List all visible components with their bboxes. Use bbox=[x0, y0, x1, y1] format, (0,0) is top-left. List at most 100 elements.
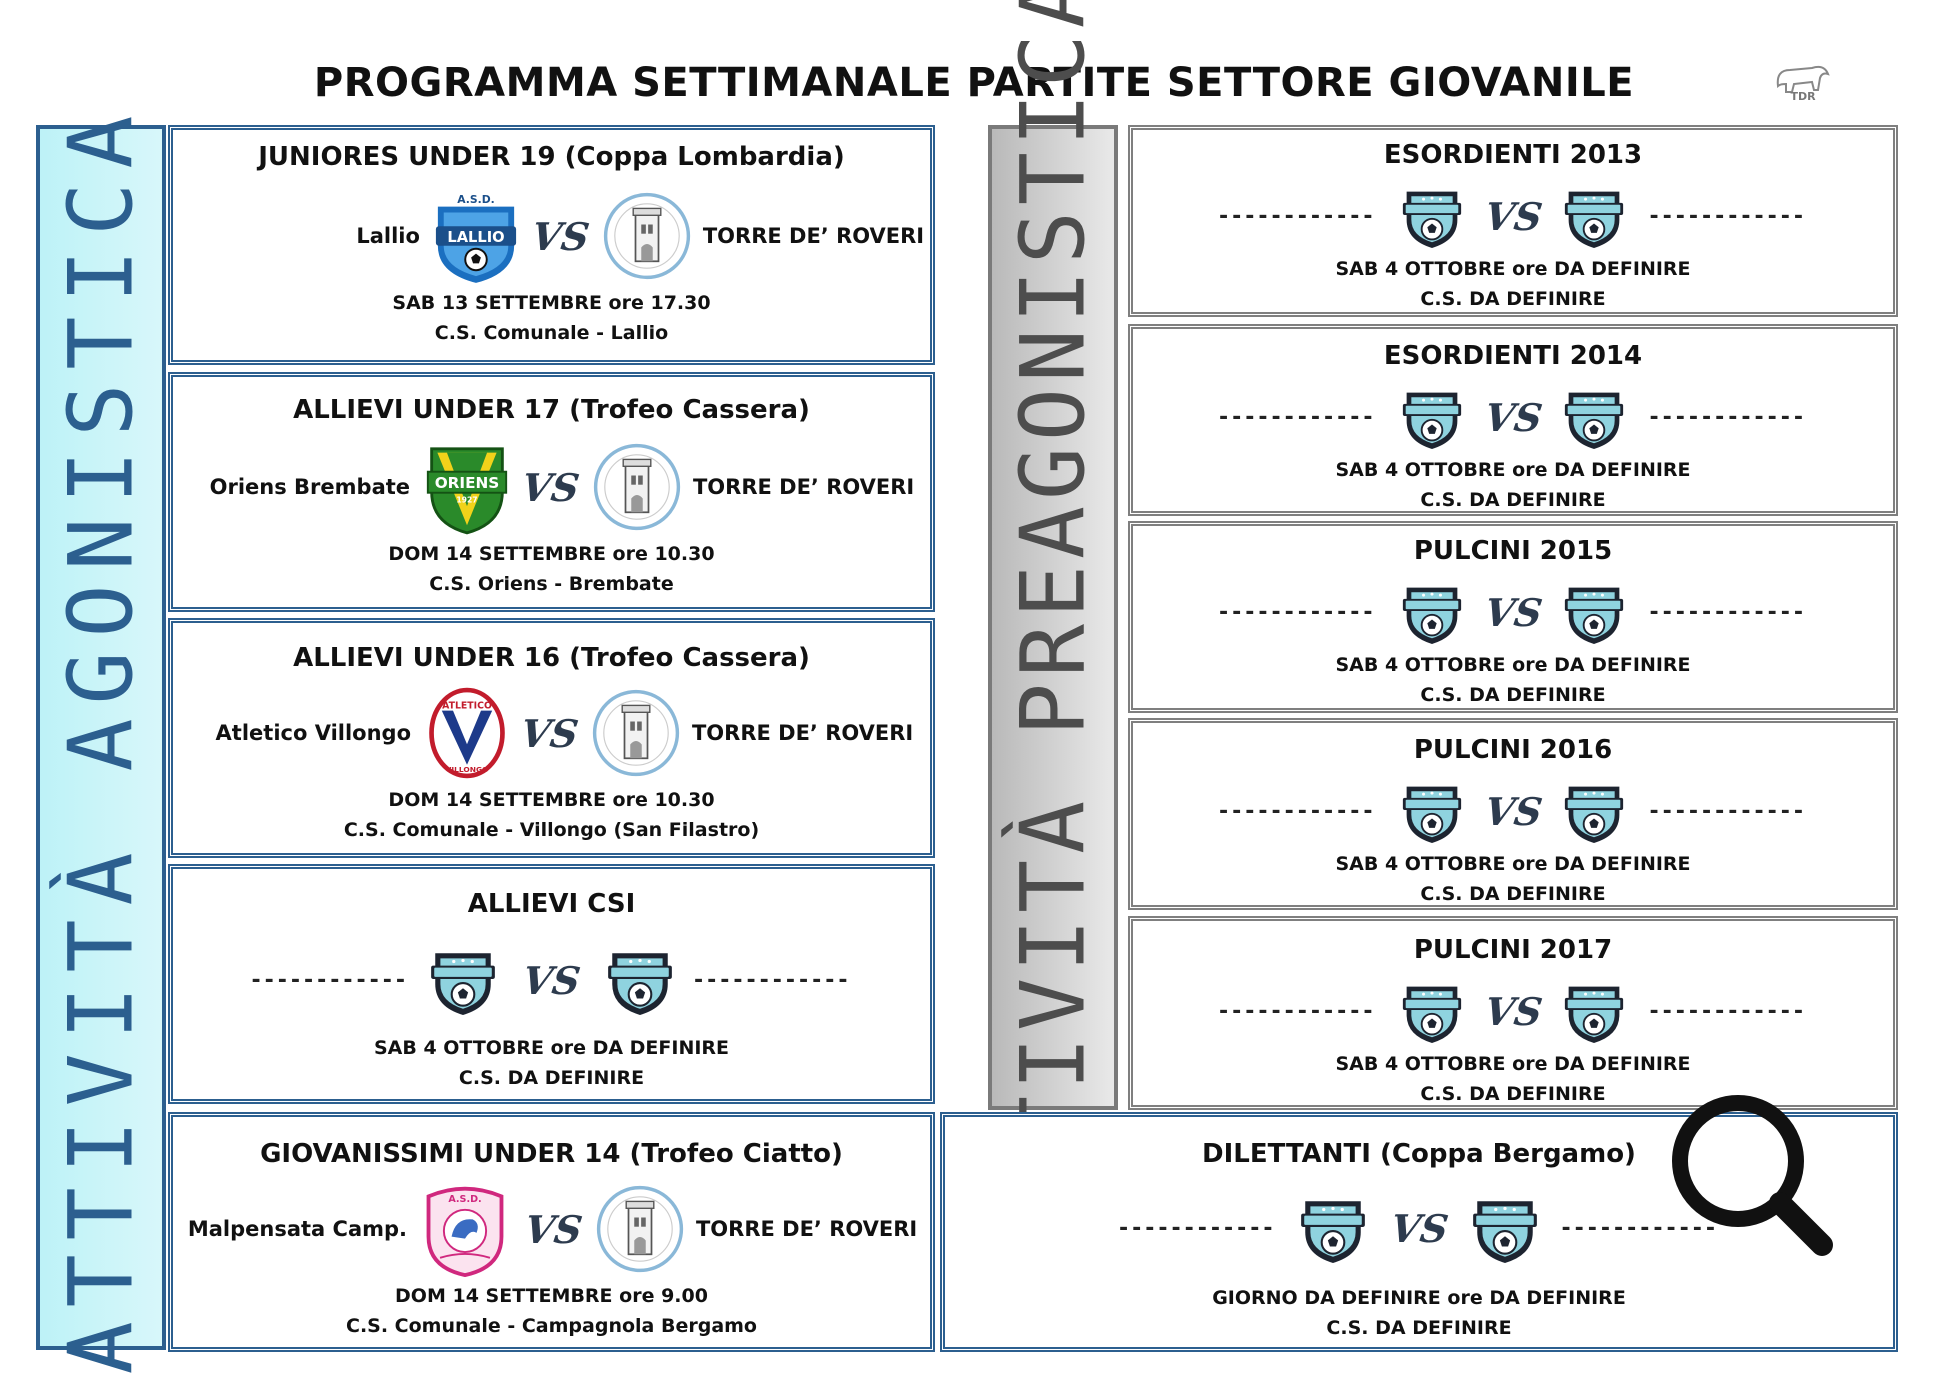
away-team-placeholder: ------------ bbox=[1649, 203, 1808, 229]
match-datetime: SAB 4 OTTOBRE ore DA DEFINIRE bbox=[1335, 258, 1691, 280]
home-team-placeholder: ------------ bbox=[1218, 203, 1377, 229]
vs-label: VS bbox=[1481, 788, 1545, 834]
match-datetime: SAB 4 OTTOBRE ore DA DEFINIRE bbox=[373, 1037, 730, 1059]
match-venue: C.S. DA DEFINIRE bbox=[1420, 684, 1606, 706]
away-team: TORRE DE’ ROVERI bbox=[692, 475, 915, 499]
match-title: PULCINI 2015 bbox=[1413, 536, 1613, 566]
match-datetime: GIORNO DA DEFINIRE ore DA DEFINIRE bbox=[1212, 1287, 1626, 1309]
atletico-villongo-crest-icon: ATLETICO VILLONGO bbox=[425, 685, 509, 781]
match-card-pulcini-2015: PULCINI 2015 ------------ VS -----------… bbox=[1128, 521, 1898, 713]
magnifier-icon[interactable] bbox=[1662, 1085, 1838, 1261]
match-datetime: SAB 4 OTTOBRE ore DA DEFINIRE bbox=[1335, 654, 1691, 676]
match-venue: C.S. DA DEFINIRE bbox=[458, 1067, 645, 1089]
vs-label: VS bbox=[517, 710, 582, 756]
soccer-crest-icon bbox=[1401, 977, 1463, 1045]
torre-de-roveri-crest-icon bbox=[591, 441, 683, 533]
match-title: ALLIEVI CSI bbox=[467, 889, 636, 919]
match-title: PULCINI 2016 bbox=[1413, 735, 1613, 765]
away-team: TORRE DE’ ROVERI bbox=[691, 721, 914, 745]
match-card-allievi-csi: ALLIEVI CSI ------------ VS ------------… bbox=[168, 864, 935, 1104]
soccer-crest-icon bbox=[1471, 1191, 1539, 1265]
soccer-crest-icon bbox=[1563, 777, 1625, 845]
match-venue: C.S. Comunale - Lallio bbox=[434, 322, 669, 344]
match-datetime: SAB 4 OTTOBRE ore DA DEFINIRE bbox=[1335, 1053, 1691, 1075]
home-team: Malpensata Camp. bbox=[187, 1217, 408, 1241]
match-title: ALLIEVI UNDER 16 (Trofeo Cassera) bbox=[293, 643, 810, 673]
svg-text:TDR: TDR bbox=[1790, 90, 1816, 102]
match-card-allievi-u16: ALLIEVI UNDER 16 (Trofeo Cassera) Atleti… bbox=[168, 618, 935, 858]
home-team-placeholder: ------------ bbox=[1218, 599, 1377, 625]
match-card-esordienti-2014: ESORDIENTI 2014 ------------ VS --------… bbox=[1128, 324, 1898, 516]
match-title: GIOVANISSIMI UNDER 14 (Trofeo Ciatto) bbox=[260, 1139, 843, 1169]
match-venue: C.S. DA DEFINIRE bbox=[1420, 489, 1606, 511]
home-team-placeholder: ------------ bbox=[1218, 798, 1377, 824]
vs-label: VS bbox=[518, 464, 583, 510]
home-team-placeholder: ------------ bbox=[1118, 1215, 1277, 1241]
match-venue: C.S. Comunale - Villongo (San Filastro) bbox=[343, 819, 760, 841]
vs-label: VS bbox=[521, 1206, 586, 1252]
soccer-crest-icon bbox=[1401, 383, 1463, 451]
side-label-preagonistica: ATTIVITÀ PREAGONISTICA bbox=[1001, 0, 1105, 1267]
soccer-crest-icon bbox=[1563, 977, 1625, 1045]
home-team-placeholder: ------------ bbox=[1218, 998, 1377, 1024]
match-title: JUNIORES UNDER 19 (Coppa Lombardia) bbox=[258, 142, 845, 172]
match-datetime: SAB 13 SETTEMBRE ore 17.30 bbox=[392, 292, 711, 314]
match-venue: C.S. Comunale - Campagnola Bergamo bbox=[346, 1315, 757, 1337]
match-title: ESORDIENTI 2014 bbox=[1383, 341, 1643, 371]
vs-label: VS bbox=[1481, 394, 1545, 440]
svg-text:ORIENS: ORIENS bbox=[435, 474, 500, 492]
lallio-crest-icon: LALLIO A.S.D. bbox=[432, 187, 520, 285]
match-venue: C.S. Oriens - Brembate bbox=[429, 573, 674, 595]
vs-label: VS bbox=[1387, 1205, 1451, 1251]
match-card-juniores-u19: JUNIORES UNDER 19 (Coppa Lombardia) Lall… bbox=[168, 125, 935, 365]
soccer-crest-icon bbox=[1401, 182, 1463, 250]
soccer-crest-icon bbox=[1299, 1191, 1367, 1265]
match-title: PULCINI 2017 bbox=[1413, 935, 1613, 965]
soccer-crest-icon bbox=[1401, 777, 1463, 845]
match-title: ESORDIENTI 2013 bbox=[1383, 140, 1643, 170]
torre-de-roveri-crest-icon bbox=[590, 687, 682, 779]
soccer-crest-icon bbox=[1563, 383, 1625, 451]
match-datetime: DOM 14 SETTEMBRE ore 10.30 bbox=[388, 543, 715, 565]
page-title: PROGRAMMA SETTIMANALE PARTITE SETTORE GI… bbox=[313, 60, 1635, 106]
match-card-giovanissimi-u14: GIOVANISSIMI UNDER 14 (Trofeo Ciatto) Ma… bbox=[168, 1112, 935, 1352]
match-venue: C.S. DA DEFINIRE bbox=[1420, 1083, 1606, 1105]
match-venue: C.S. DA DEFINIRE bbox=[1420, 288, 1606, 310]
match-datetime: SAB 4 OTTOBRE ore DA DEFINIRE bbox=[1335, 853, 1691, 875]
side-label-agonistica: ATTIVITÀ AGONISTICA bbox=[49, 101, 153, 1374]
away-team-placeholder: ------------ bbox=[1649, 798, 1808, 824]
away-team-placeholder: ------------ bbox=[1649, 599, 1808, 625]
home-team: Atletico Villongo bbox=[215, 721, 412, 745]
soccer-crest-icon bbox=[1401, 578, 1463, 646]
soccer-crest-icon bbox=[429, 943, 497, 1017]
bull-logo-icon: TDR bbox=[1772, 56, 1834, 103]
home-team-placeholder: ------------ bbox=[1218, 404, 1377, 430]
vs-label: VS bbox=[528, 213, 593, 259]
vs-label: VS bbox=[1481, 193, 1545, 239]
away-team: TORRE DE’ ROVERI bbox=[695, 1217, 918, 1241]
match-card-allievi-u17: ALLIEVI UNDER 17 (Trofeo Cassera) Oriens… bbox=[168, 372, 935, 612]
soccer-crest-icon bbox=[1563, 182, 1625, 250]
svg-text:1927: 1927 bbox=[456, 495, 477, 504]
home-team: Oriens Brembate bbox=[209, 475, 411, 499]
side-banner-agonistica: ATTIVITÀ AGONISTICA bbox=[36, 101, 166, 1374]
match-card-esordienti-2013: ESORDIENTI 2013 ------------ VS --------… bbox=[1128, 125, 1898, 317]
vs-label: VS bbox=[1481, 589, 1545, 635]
match-datetime: DOM 14 SETTEMBRE ore 9.00 bbox=[395, 1285, 708, 1307]
away-team: TORRE DE’ ROVERI bbox=[702, 224, 925, 248]
vs-label: VS bbox=[1481, 988, 1545, 1034]
soccer-crest-icon bbox=[606, 943, 674, 1017]
away-team-placeholder: ------------ bbox=[1649, 998, 1808, 1024]
match-venue: C.S. DA DEFINIRE bbox=[1420, 883, 1606, 905]
match-datetime: DOM 14 SETTEMBRE ore 10.30 bbox=[388, 789, 715, 811]
svg-text:A.S.D.: A.S.D. bbox=[457, 193, 494, 206]
match-card-pulcini-2017: PULCINI 2017 ------------ VS -----------… bbox=[1128, 916, 1898, 1110]
svg-text:ATLETICO: ATLETICO bbox=[442, 701, 492, 712]
side-banner-preagonistica: ATTIVITÀ PREAGONISTICA bbox=[988, 0, 1118, 1266]
match-title: ALLIEVI UNDER 17 (Trofeo Cassera) bbox=[293, 395, 810, 425]
match-datetime: SAB 4 OTTOBRE ore DA DEFINIRE bbox=[1335, 459, 1691, 481]
match-card-pulcini-2016: PULCINI 2016 ------------ VS -----------… bbox=[1128, 718, 1898, 910]
away-team-placeholder: ------------ bbox=[693, 967, 852, 993]
match-card-dilettanti: DILETTANTI (Coppa Bergamo) ------------ … bbox=[940, 1112, 1898, 1352]
torre-de-roveri-crest-icon bbox=[601, 190, 693, 282]
